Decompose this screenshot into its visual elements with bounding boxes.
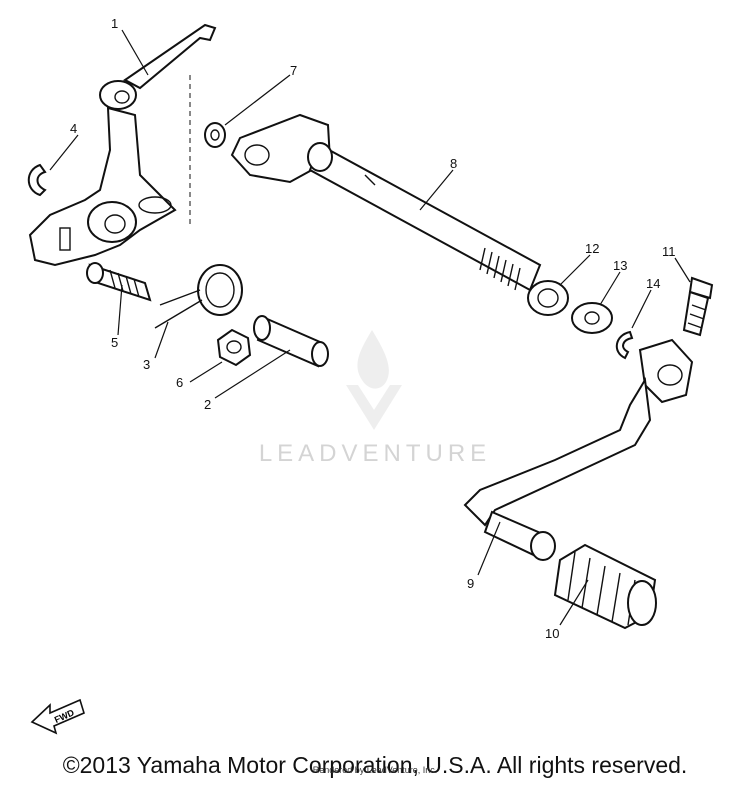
callout-1: 1 [111, 16, 118, 31]
part-6-nut [216, 328, 252, 367]
callout-4: 4 [70, 121, 77, 136]
callout-10: 10 [545, 626, 559, 641]
part-3-torsion-spring [154, 264, 243, 329]
callout-8: 8 [450, 156, 457, 171]
copyright-notice: ©2013 Yamaha Motor Corporation, U.S.A. A… [62, 752, 688, 778]
fwd-arrow-icon: FWD [30, 698, 85, 735]
callout-12: 12 [585, 241, 599, 256]
watermark-logo [346, 330, 402, 430]
callout-14: 14 [646, 276, 660, 291]
callout-labels: 1 7 4 8 12 13 14 11 5 3 6 2 9 10 [70, 16, 676, 641]
callout-7: 7 [290, 63, 297, 78]
part-4-circlip [27, 163, 47, 197]
part-13-washer [571, 302, 613, 334]
callout-11: 11 [662, 244, 676, 259]
callout-9: 9 [467, 576, 474, 591]
part-8-shift-shaft [230, 113, 542, 292]
shift-arm-body [28, 75, 191, 267]
part-9-pedal-pin [483, 510, 556, 561]
part-10-pedal-rubber [553, 543, 657, 630]
callout-3: 3 [143, 357, 150, 372]
part-12-oil-seal [527, 280, 569, 316]
part-2-pin [253, 315, 329, 368]
part-5-threaded-bolt [86, 262, 152, 302]
leader-lines [49, 29, 691, 626]
watermark-brand: LEADVENTURE [259, 440, 491, 467]
part-14-circlip [615, 330, 634, 360]
callout-13: 13 [613, 258, 627, 273]
callout-5: 5 [111, 335, 118, 350]
shift-pedal-arm [463, 338, 694, 527]
callout-2: 2 [204, 397, 211, 412]
rendered-by-credit: Rendered by LeadVenture, Inc. [312, 765, 438, 775]
part-7-washer [204, 122, 226, 148]
callout-6: 6 [176, 375, 183, 390]
part-1-shift-arm [99, 23, 217, 110]
part-11-bolt [682, 276, 714, 337]
